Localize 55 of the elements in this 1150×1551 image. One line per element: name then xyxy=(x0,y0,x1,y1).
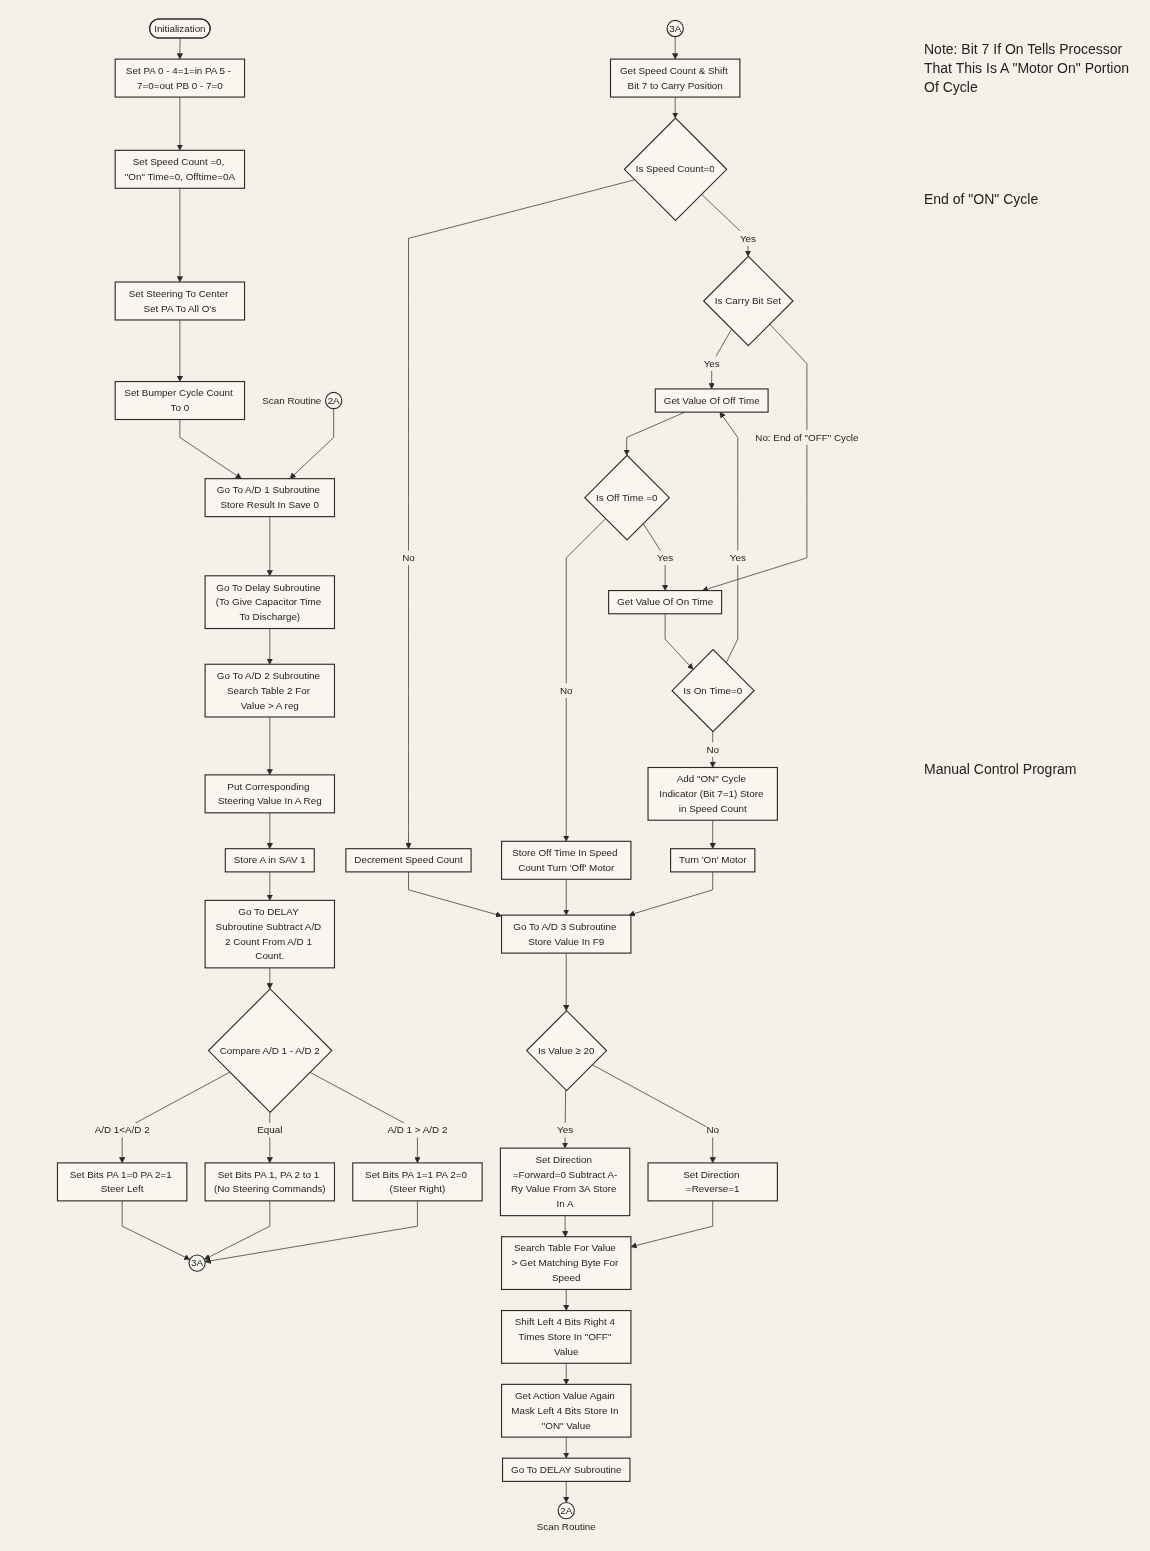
node-circle: 2A xyxy=(324,391,343,410)
edge-label: No: End of "OFF" Cycle xyxy=(755,431,859,443)
node-box: Get Value Of Off Time xyxy=(654,388,769,413)
node-box: Go To A/D 1 Subroutine Store Result In Save 0 xyxy=(204,478,336,518)
edge-label: Yes xyxy=(557,1124,574,1136)
node-box: Decrement Speed Count xyxy=(345,848,472,873)
node-box: Turn 'On' Motor xyxy=(670,848,756,873)
program-caption: Manual Control Program xyxy=(924,760,1078,779)
node-circle: 3A xyxy=(666,19,684,38)
node-box: Set Bits PA 1=0 PA 2=1 Steer Left xyxy=(56,1162,188,1202)
node-box: Set Bumper Cycle Count To 0 xyxy=(114,381,246,421)
node-box: Go To DELAY Subroutine xyxy=(502,1457,631,1482)
node-diamond: Is Off Time =0 xyxy=(584,454,671,541)
node-diamond: Compare A/D 1 - A/D 2 xyxy=(207,988,333,1114)
edge-label: No xyxy=(559,684,573,696)
node-box: Go To A/D 3 Subroutine Store Value In F9 xyxy=(501,914,632,954)
node-box: Get Speed Count & Shift Bit 7 to Carry Position xyxy=(609,58,741,98)
node-box: Get Action Value Again Mask Left 4 Bits Store In "ON" Value xyxy=(501,1383,632,1438)
edge-label: No xyxy=(706,743,720,755)
edge-label: Yes xyxy=(729,551,746,564)
node-diamond: Is Carry Bit Set xyxy=(702,255,794,347)
edge-label: No xyxy=(402,551,415,564)
edge-label: Yes xyxy=(657,551,674,564)
node-box: Set Bits PA 1, PA 2 to 1 (No Steering Commands) xyxy=(204,1162,336,1202)
node-box: Set PA 0 - 4=1=in PA 5 - 7=0=out PB 0 - 7=0 xyxy=(114,58,246,98)
node-box: Store Off Time In Speed Count Turn 'Off' Motor xyxy=(501,840,632,880)
node-box: Search Table For Value > Get Matching Byte For Speed xyxy=(501,1236,632,1290)
node-box: Go To DELAY Subroutine Subtract A/D 2 Count From A/D 1 Count. xyxy=(204,899,336,969)
node-box: Set Speed Count =0, "On" Time=0, Offtime=0A xyxy=(114,149,246,189)
node-box: Set Direction =Forward=0 Subtract A-Ry Value From 3A Store In A xyxy=(499,1147,631,1217)
edge-note: End of "ON" Cycle xyxy=(924,190,1040,209)
node-box: Set Direction =Reverse=1 xyxy=(647,1162,778,1202)
edge-label: A/D 1 > A/D 2 xyxy=(387,1124,448,1136)
node-box: Set Steering To Center Set PA To All O's xyxy=(114,281,246,321)
edge-label: A/D 1<A/D 2 xyxy=(94,1124,150,1136)
node-caption: Scan Routine xyxy=(262,395,322,407)
node-box: Go To A/D 2 Subroutine Search Table 2 For Value > A reg xyxy=(204,663,336,718)
node-box: Add "ON" Cycle Indicator (Bit 7=1) Store in Speed Count xyxy=(647,766,778,821)
node-diamond: Is Speed Count=0 xyxy=(623,117,728,222)
node-caption: Scan Routine xyxy=(536,1521,596,1532)
node-box: Set Bits PA 1=1 PA 2=0 (Steer Right) xyxy=(352,1162,483,1202)
node-box: Put Corresponding Steering Value In A Reg xyxy=(204,774,336,814)
node-diamond: Is On Time=0 xyxy=(671,648,755,733)
node-circle: 3A xyxy=(188,1254,206,1272)
node-box: Get Value Of On Time xyxy=(608,590,723,615)
node-diamond: Is Value ≥ 20 xyxy=(525,1009,608,1092)
edge-label: Equal xyxy=(257,1124,283,1136)
node-box: Shift Left 4 Bits Right 4 Times Store In "OFF" Value xyxy=(501,1310,632,1364)
edge-label: Yes xyxy=(703,357,720,369)
node-box: Go To Delay Subroutine (To Give Capacitor Time To Discharge) xyxy=(204,575,336,630)
edge-label: Yes xyxy=(739,232,756,244)
note-text: Note: Bit 7 If On Tells Processor That This Is A "Motor On" Portion Of Cycle xyxy=(924,40,1130,97)
node-circle: 2A xyxy=(557,1501,575,1520)
edge-label: No xyxy=(706,1124,720,1136)
node-box: Store A in SAV 1 xyxy=(224,848,315,873)
